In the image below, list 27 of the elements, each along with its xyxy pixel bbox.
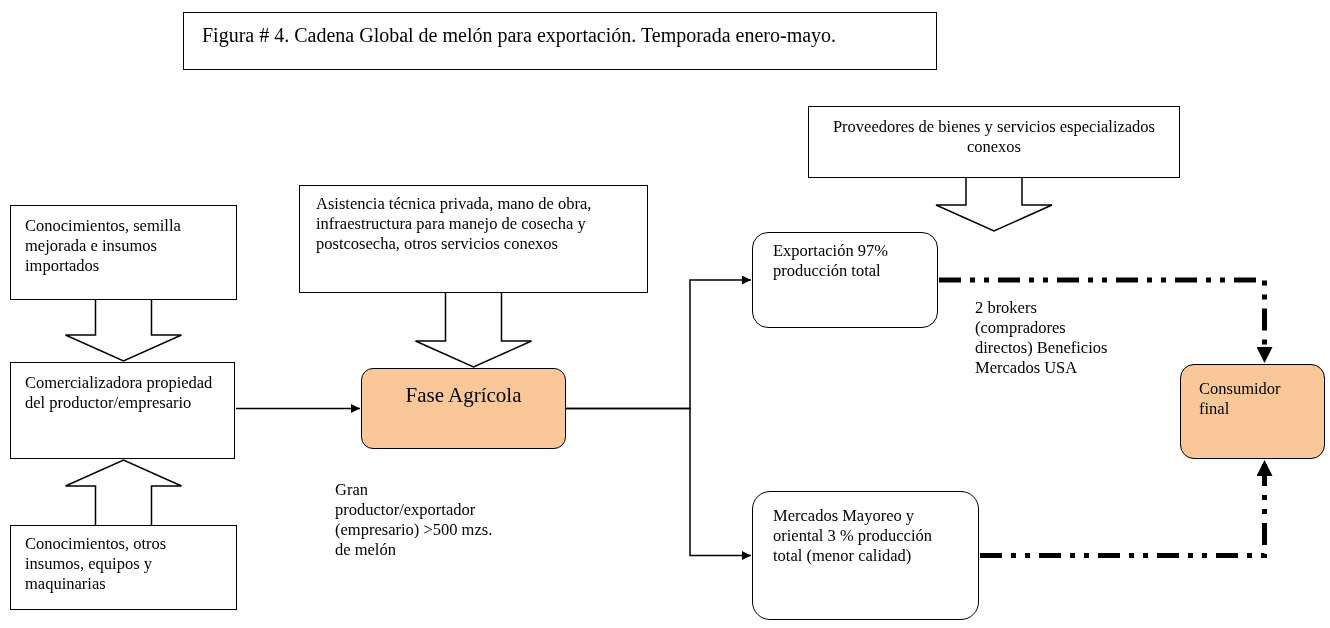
block-arrow bbox=[414, 292, 533, 368]
title: Figura # 4. Cadena Global de melón para exportación. Temporada enero-mayo. bbox=[183, 12, 937, 70]
box-text: Conocimientos, otros insumos, equipos y maquinarias bbox=[25, 534, 168, 594]
box-text: Exportación 97% producción total bbox=[773, 241, 889, 281]
process-box bbox=[752, 232, 938, 328]
process-box bbox=[361, 368, 566, 449]
box-text: Consumidor final bbox=[1199, 379, 1282, 419]
callout-box bbox=[808, 106, 1180, 178]
process-box bbox=[10, 362, 235, 459]
box-text: Comercializadora propiedad del productor/empresario bbox=[25, 373, 214, 413]
arrow bbox=[565, 407, 752, 560]
arrow bbox=[939, 277, 1273, 363]
box-text: Proveedores de bienes y servicios especializados conexos bbox=[831, 117, 1157, 157]
box-text: Conocimientos, semilla mejorada e insumos importados bbox=[25, 216, 182, 276]
callout-box bbox=[10, 205, 237, 300]
callout-box bbox=[299, 185, 648, 293]
arrow bbox=[980, 460, 1273, 558]
arrow bbox=[235, 404, 361, 413]
box-text: Fase Agrícola bbox=[404, 383, 523, 408]
process-box bbox=[752, 491, 979, 620]
block-arrow bbox=[64, 299, 183, 362]
box-text: Asistencia técnica privada, mano de obra, infraestructura para manejo de cosecha y postcosecha, otros servicios conexos bbox=[316, 194, 593, 254]
process-box bbox=[1180, 364, 1325, 459]
block-arrow bbox=[935, 177, 1053, 232]
block-arrow bbox=[64, 459, 183, 526]
callout-box bbox=[10, 525, 237, 610]
box-text: Mercados Mayoreo y oriental 3 % producción total (menor calidad) bbox=[773, 506, 933, 566]
